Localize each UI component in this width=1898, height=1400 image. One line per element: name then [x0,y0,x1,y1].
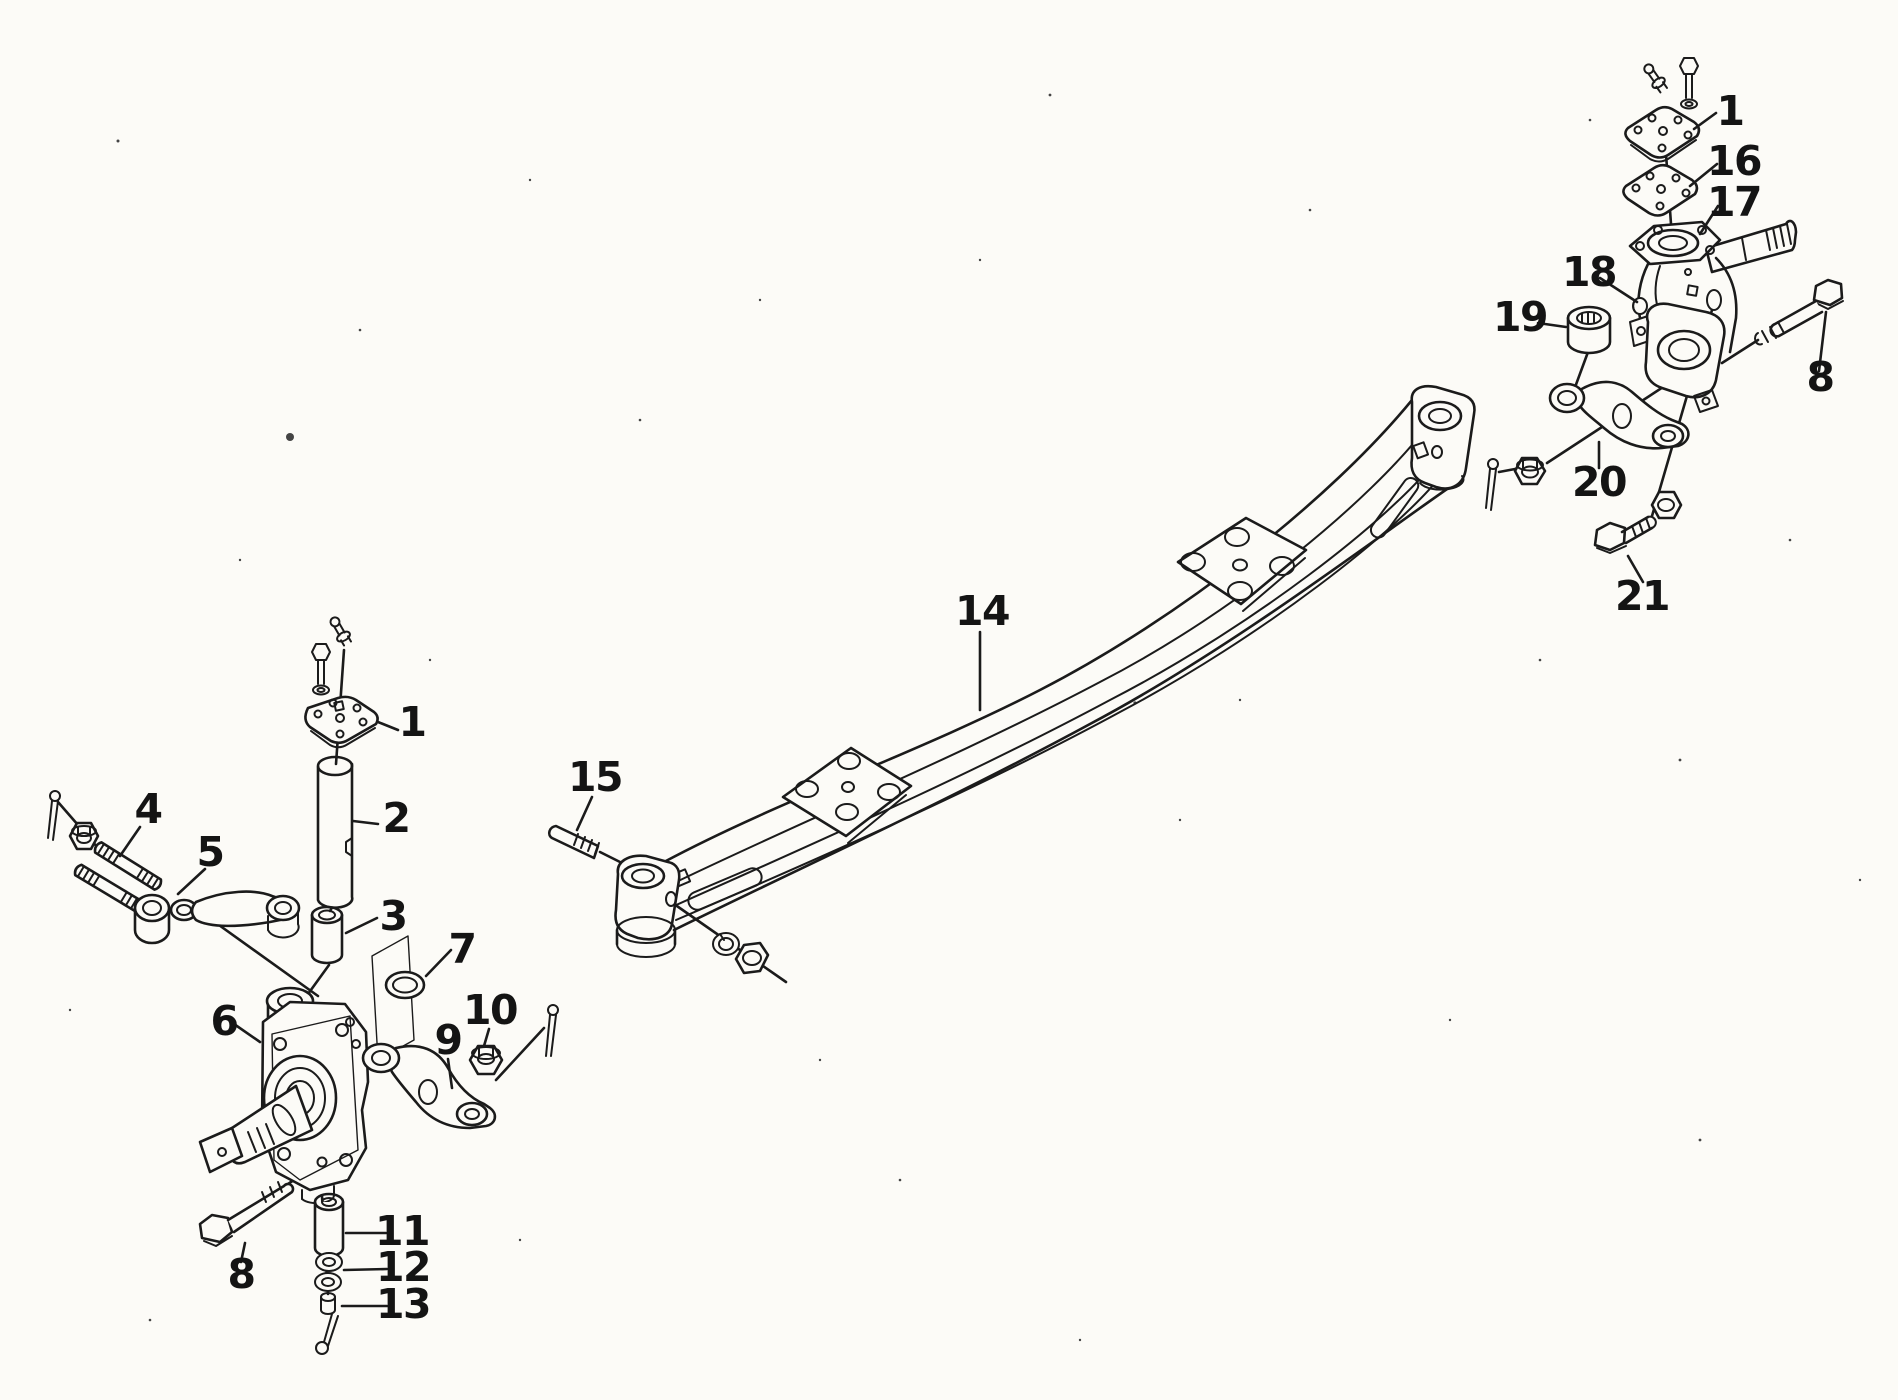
leader-line [239,1241,247,1264]
centerline [1497,467,1517,474]
callout-left-8: 8 [227,1250,254,1298]
cotter-pin [1485,458,1499,511]
callout-right-19: 19 [1493,293,1547,341]
leader-line [424,948,453,978]
stud [93,841,163,891]
cotter-pin [47,790,61,841]
knuckle-arm-bolt [198,1181,295,1247]
callout-left-6: 6 [210,997,237,1045]
leader-line [1698,204,1720,236]
leader-line [118,825,142,858]
centerline [306,963,331,996]
knuckle-arm [361,1042,497,1130]
callout-left-10: 10 [463,986,517,1034]
callout-left-5: 5 [196,828,223,876]
callout-left-1: 1 [398,698,425,746]
leader-line [1692,111,1718,131]
lock-pin [315,1292,339,1355]
callout-left-12: 12 [376,1243,430,1291]
callout-axle-15: 15 [568,753,622,801]
thrust-washer [314,1252,343,1292]
callout-right-1: 1 [1716,87,1743,135]
leader-line [351,819,380,826]
callout-right-18: 18 [1562,248,1616,296]
centerline [1572,350,1590,392]
hex-nut [1650,490,1683,520]
leader-lines [118,111,1828,1308]
leader-line [1536,321,1568,329]
callout-left-7: 7 [448,925,475,973]
spring-pad-stud [547,824,600,860]
axle-kingpin-boss-right [1410,384,1476,491]
callout-labels: 1 2 3 4 5 6 7 8 9 10 11 12 13 14 15 1 16… [134,87,1835,1328]
arm-bolt [1593,515,1657,554]
shim-plate [371,935,415,1061]
king-pin-cover-plate [1624,105,1701,163]
callout-right-21: 21 [1615,572,1669,620]
callout-left-3: 3 [379,892,406,940]
thrust-bearing [1566,305,1612,355]
paper-noise [68,93,1862,1342]
king-pin-cover-plate [304,695,379,749]
centerline [494,1026,546,1082]
leader-line [1817,310,1828,373]
castle-nut [68,821,100,851]
leader-line [575,795,594,832]
cover-shim [1622,163,1699,217]
callout-left-13: 13 [376,1280,430,1328]
callout-left-2: 2 [382,794,409,842]
tie-rod-arm [133,890,301,945]
callout-right-8: 8 [1806,353,1833,401]
king-pin [316,755,354,909]
seal-ring [384,970,426,1000]
steering-knuckle-left [198,986,370,1205]
right-knuckle-assembly [1485,57,1844,554]
leader-line [342,1267,389,1272]
cover-bolt [1679,57,1699,110]
castle-nut [1513,456,1547,486]
leader-line [176,867,207,896]
callout-axle-14: 14 [955,587,1009,635]
lower-king-pin-bushing [313,1192,345,1258]
callout-right-17: 17 [1707,178,1761,226]
cover-bolt [311,643,331,696]
leader-line [446,1057,454,1090]
grease-fitting [329,616,352,647]
leader-line [1688,162,1719,188]
leader-line [232,1022,262,1044]
leader-line [344,916,379,935]
leader-line [1626,554,1645,584]
leader-line [376,720,400,732]
callout-left-4: 4 [134,785,161,833]
knuckle-bolt [1754,278,1844,346]
callout-left-11: 11 [375,1207,429,1255]
centerline [1720,338,1760,365]
leader-line [482,1027,491,1048]
callout-right-20: 20 [1572,458,1626,506]
castle-nut [468,1044,504,1076]
callout-left-9: 9 [434,1016,461,1064]
cotter-pin [545,1004,559,1057]
grease-fitting [1643,63,1669,94]
axle-kingpin-boss-left [614,854,681,958]
spring-pad-left [781,746,913,844]
part-front-axle-beam [547,384,1476,975]
steering-knuckle-right [1628,219,1798,413]
left-knuckle-assembly [47,616,559,1355]
callout-right-16: 16 [1707,137,1761,185]
king-pin-bushing [310,905,344,965]
leader-line [1598,276,1639,304]
spring-pad-washer-nut [712,932,770,975]
steering-arm [1548,380,1690,450]
spring-pad-right [1176,516,1308,612]
